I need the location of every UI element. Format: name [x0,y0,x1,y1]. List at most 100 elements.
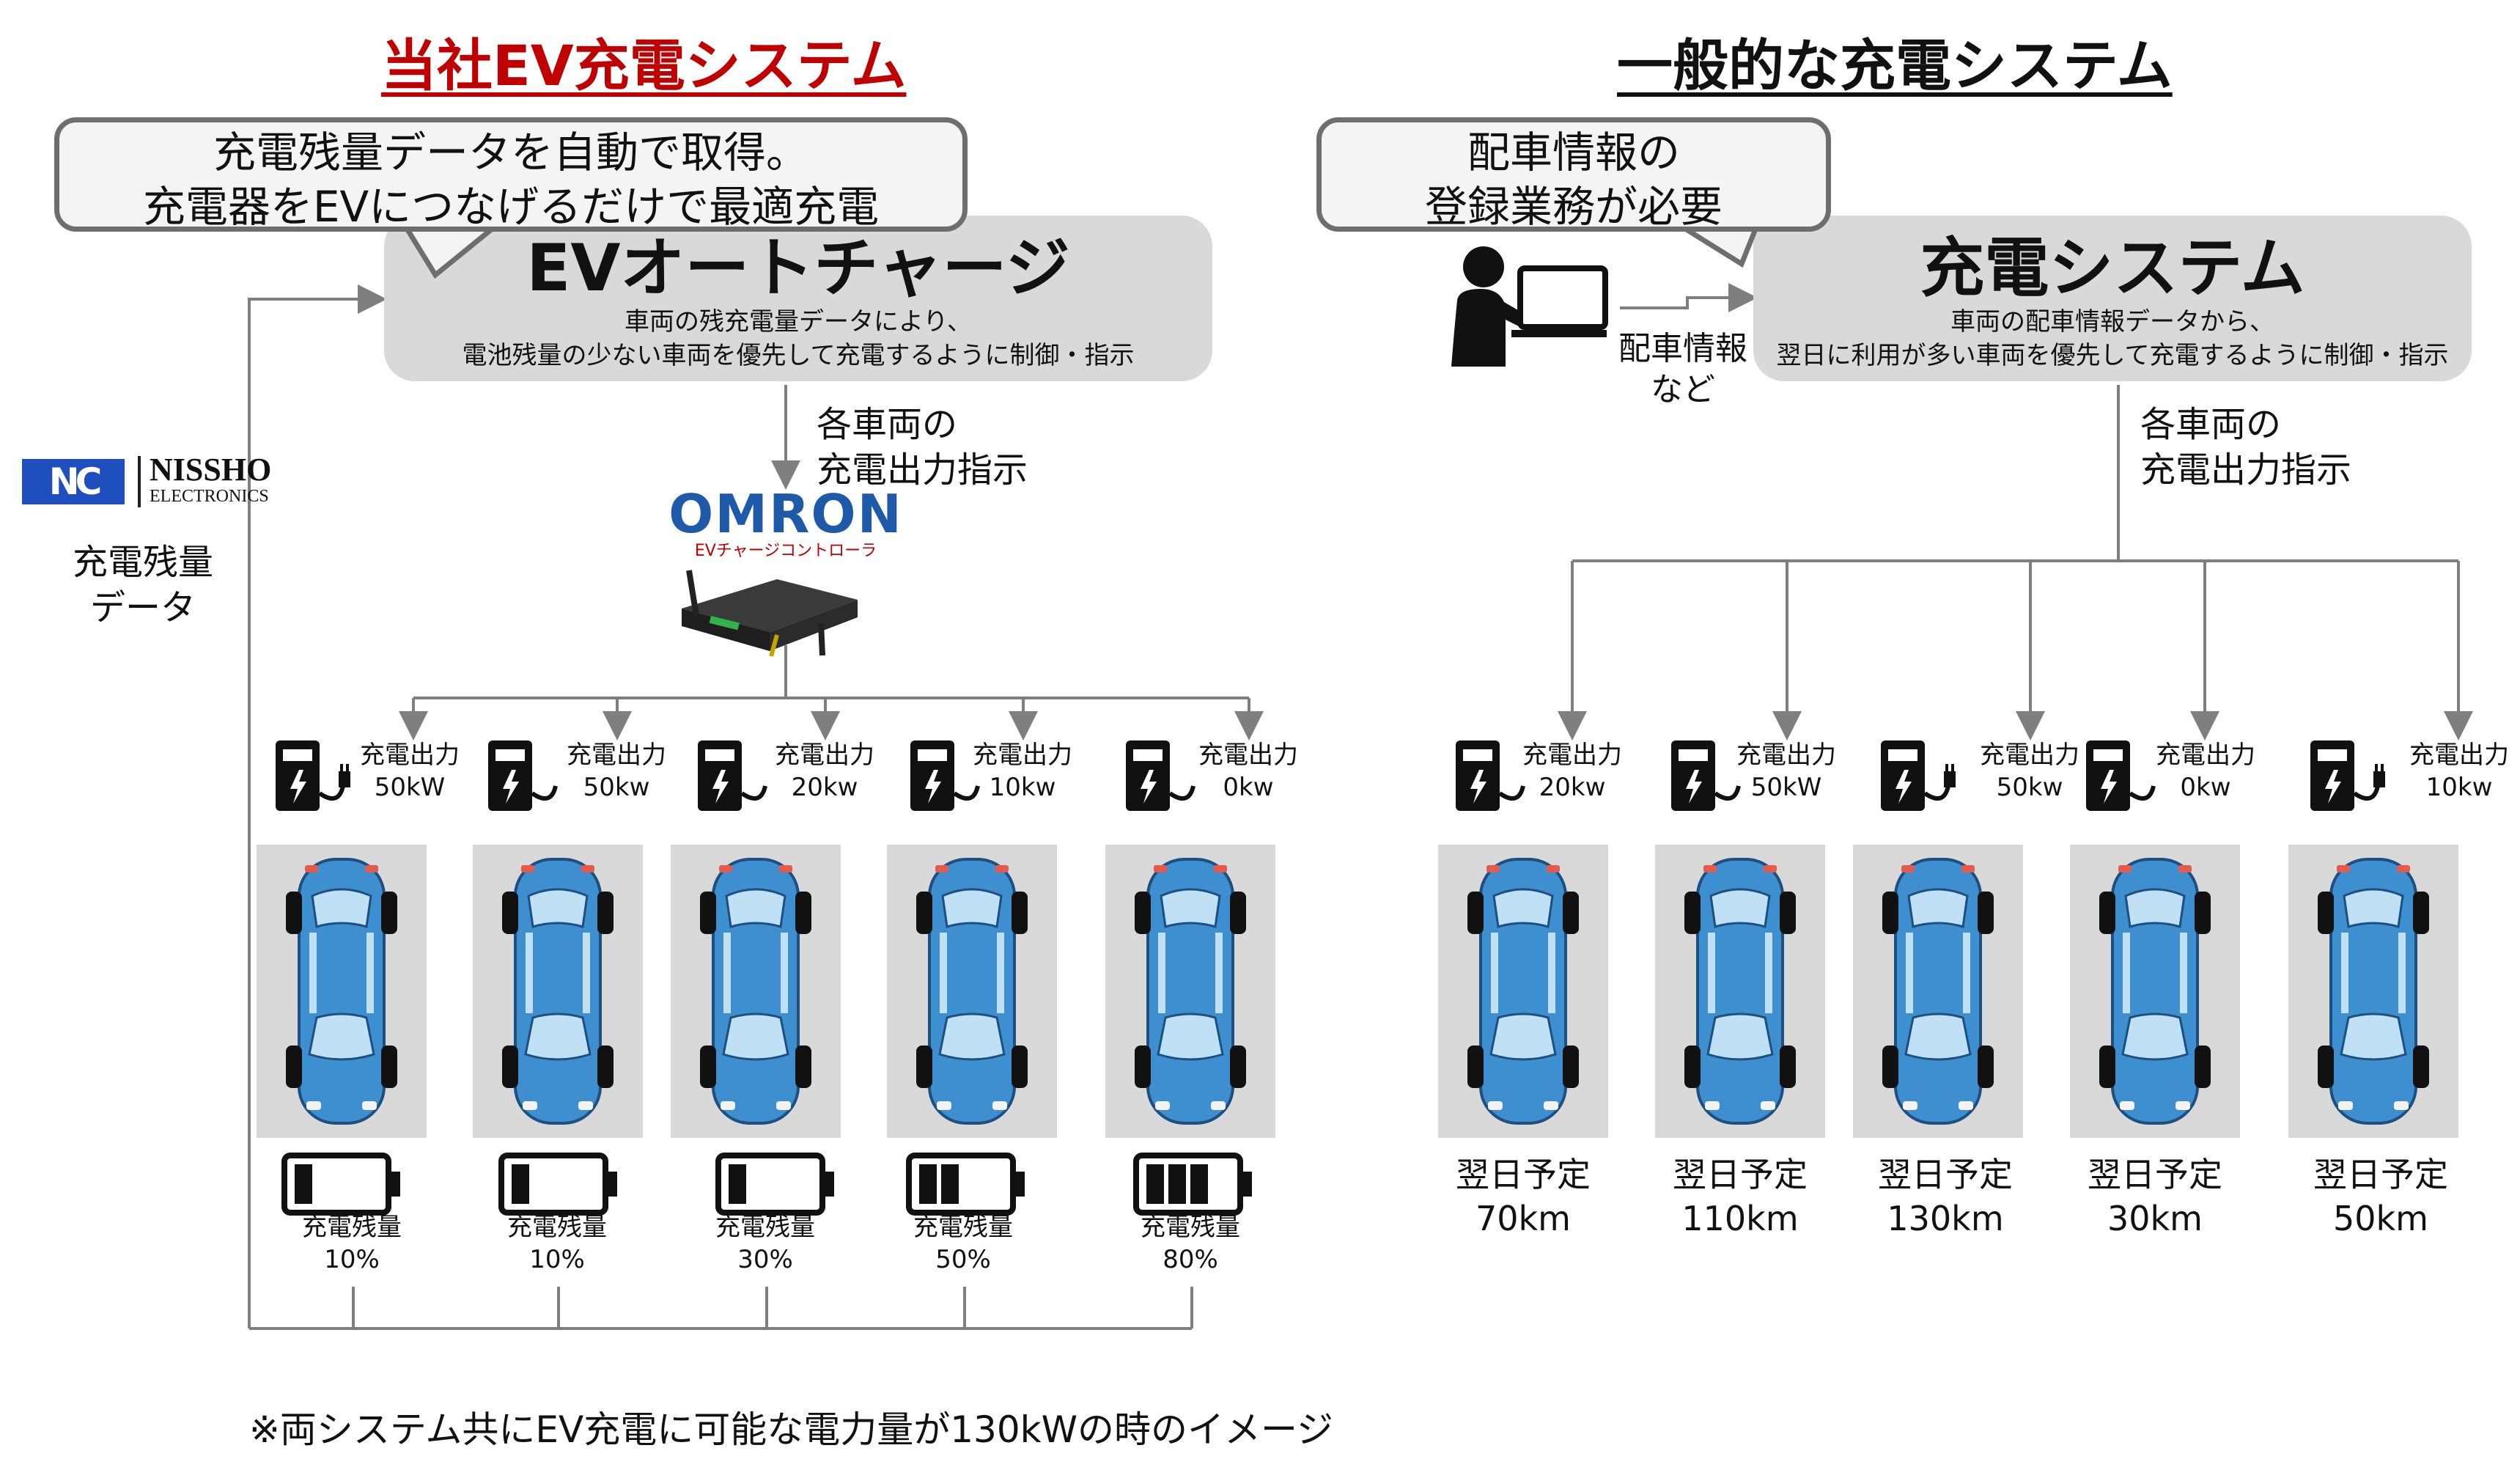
left-battery-4 [906,1153,1031,1221]
left-charger-2-label: 充電出力 50kw [561,739,671,804]
left-callout-line2: 充電器をEVにつなげるだけで最適充電 [142,182,880,232]
plan-label: 翌日予定 [1878,1155,2013,1194]
battery-segment [1146,1164,1164,1204]
charger-value: 20kw [791,773,858,802]
car-top-view-icon [2099,858,2211,1125]
battery-segment [295,1164,312,1204]
charger-label: 充電出力 [2156,740,2255,770]
charger-value: 10kw [989,773,1056,802]
left-charger-4-label: 充電出力 10kw [968,739,1077,804]
right-car-5 [2288,845,2458,1138]
ev-charge-controller-icon [682,570,858,657]
car-top-view-icon [502,858,614,1125]
car-top-view-icon [1882,858,1994,1125]
left-car-3 [671,845,841,1138]
charger-label: 充電出力 [2409,740,2509,770]
battery-label: 充電残量 [302,1213,402,1242]
dispatch-info-line2: など [1651,371,1715,408]
right-plan-3: 翌日予定 130km [1850,1153,2041,1241]
battery-label: 充電残量 [1141,1213,1240,1242]
left-battery-2 [498,1153,623,1221]
omron-wordmark: OMRON [668,483,903,545]
charger-icon [488,740,558,811]
charger-icon [698,740,767,811]
left-callout-tail [404,225,496,279]
left-instruction: 各車両の 充電出力指示 [817,402,1028,493]
nissho-logo: N​C NISSHO ELECTRONICS [22,453,293,519]
right-instruction: 各車両の 充電出力指示 [2140,402,2351,493]
plan-label: 翌日予定 [2313,1155,2448,1194]
left-battery-2-label: 充電残量 10% [484,1211,630,1276]
battery-value: 50% [935,1245,991,1274]
plan-label: 翌日予定 [1456,1155,1591,1194]
battery-segment [729,1164,746,1204]
left-system-name: EVオートチャージ [526,230,1070,306]
right-charger-3 [1876,735,1964,818]
car-top-view-icon [1467,858,1579,1125]
car-top-view-icon [2318,858,2429,1125]
right-instruction-line1: 各車両の [2140,404,2282,445]
left-system-desc-2: 電池残量の少ない車両を優先して充電するように制御・指示 [462,341,1135,370]
battery-value: 10% [529,1245,585,1274]
charger-value: 50kw [583,773,650,802]
right-plan-4: 翌日予定 30km [2060,1153,2250,1241]
right-system-desc-1: 車両の配車情報データから、 [1950,307,2274,337]
charger-label: 充電出力 [1522,740,1622,770]
left-callout-line1: 充電残量データを自動で取得。 [213,128,808,177]
right-system-desc-2: 翌日に利用が多い車両を優先して充電するように制御・指示 [1776,341,2449,370]
charger-label: 充電出力 [360,740,460,770]
charger-label: 充電出力 [775,740,874,770]
right-callout-tail [1681,225,1759,268]
plan-value: 50km [2333,1199,2428,1238]
left-car-4 [887,845,1057,1138]
footnote: ※両システム共にEV充電に可能な電力量が130kWの時のイメージ [249,1408,1334,1451]
right-car-1 [1438,845,1608,1138]
right-title: 一般的な充電システム [1617,33,2173,98]
omron-logo: OMRON EVチャージコントローラ [668,487,903,562]
charger-value: 0kw [2180,773,2231,802]
charger-label: 充電出力 [567,740,666,770]
right-charger-4-label: 充電出力 0kw [2151,739,2261,804]
charger-value: 50kW [374,773,446,802]
charger-icon [2310,740,2385,811]
plan-value: 110km [1681,1199,1799,1238]
battery-icon [498,1153,617,1216]
right-car-2 [1655,845,1825,1138]
left-title: 当社EV充電システム [381,33,907,98]
battery-segment [1190,1164,1208,1204]
charger-icon [1671,740,1741,811]
left-car-1 [257,845,427,1138]
left-charger-2 [484,735,572,818]
battery-icon [1133,1153,1252,1216]
omron-subtitle: EVチャージコントローラ [694,542,877,560]
left-instruction-line1: 各車両の [817,404,958,445]
left-system-box: EVオートチャージ 車両の残充電量データにより、 電池残量の少ない車両を優先して… [384,216,1212,381]
car-top-view-icon [286,858,397,1125]
right-callout-line2: 登録業務が必要 [1424,182,1723,232]
car-top-view-icon [1684,858,1796,1125]
battery-segment [1168,1164,1186,1204]
right-instruction-line2: 充電出力指示 [2140,449,2352,490]
battery-icon [715,1153,834,1216]
battery-value: 30% [737,1245,793,1274]
right-callout: 配車情報の 登録業務が必要 [1316,117,1831,232]
plan-value: 30km [2107,1199,2203,1238]
left-callout: 充電残量データを自動で取得。 充電器をEVにつなげるだけで最適充電 [54,117,968,232]
charger-value: 50kw [1996,773,2063,802]
person-at-computer-icon [1451,246,1608,367]
charger-label: 充電出力 [973,740,1072,770]
plan-label: 翌日予定 [2088,1155,2222,1194]
car-top-view-icon [1135,858,1246,1125]
right-car-3 [1853,845,2023,1138]
plan-label: 翌日予定 [1673,1155,1808,1194]
left-system-desc-1: 車両の残充電量データにより、 [625,307,972,337]
battery-label: 充電残量 [507,1213,607,1242]
charger-value: 10kw [2425,773,2493,802]
plan-value: 130km [1887,1199,2004,1238]
